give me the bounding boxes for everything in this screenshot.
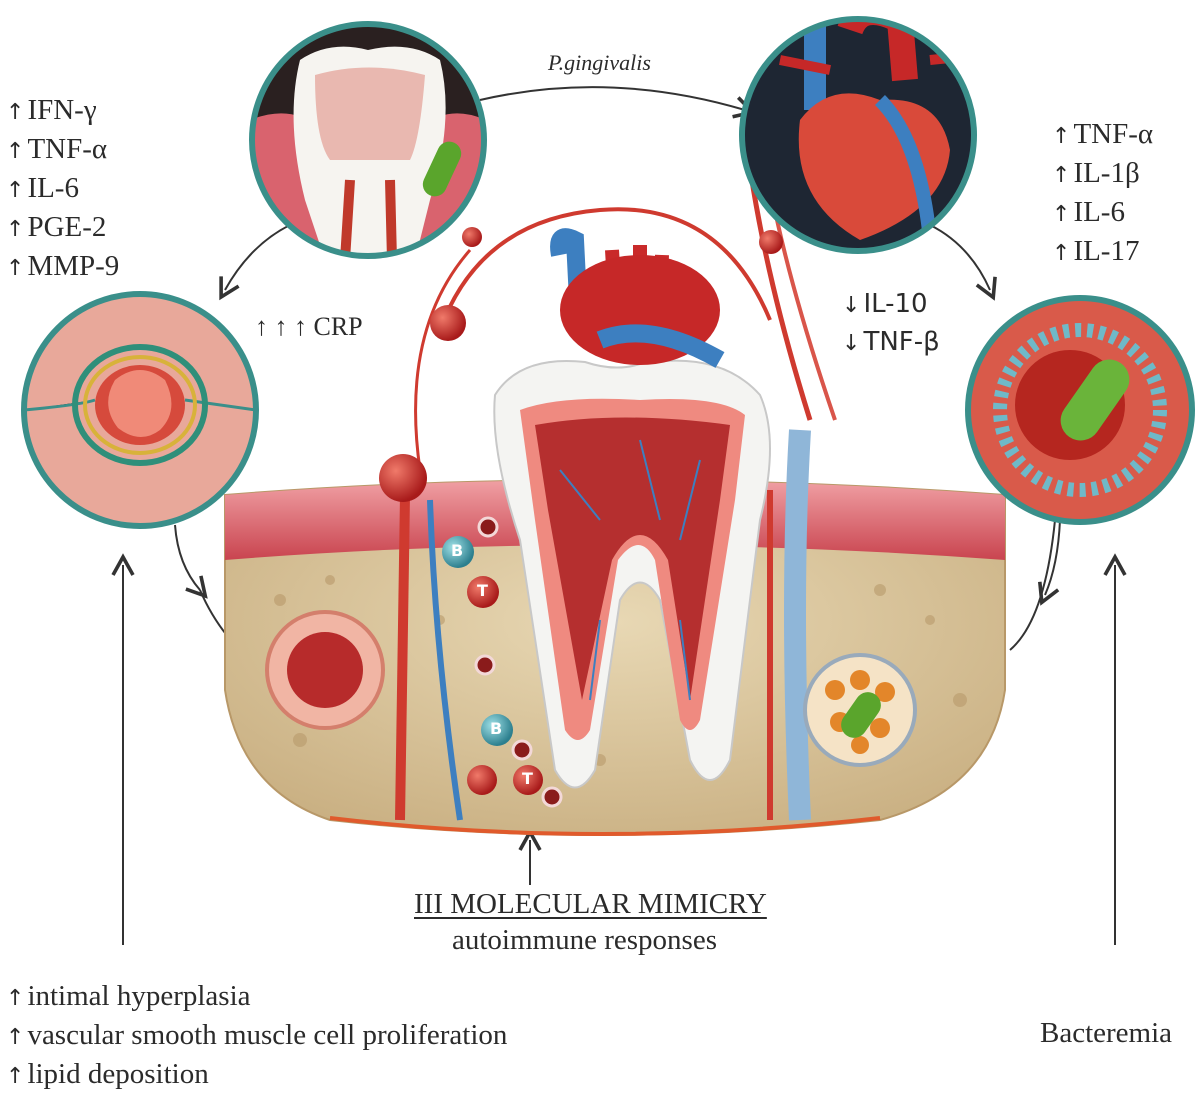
effect-item: lipid deposition <box>6 1056 507 1095</box>
arrow-heart-to-bacteria <box>930 225 990 290</box>
left-marker: IL-6 <box>6 170 119 209</box>
arrow-tooth-to-heart <box>480 87 745 110</box>
t-cell-label: T <box>522 769 533 788</box>
arrow-bacteria-down <box>1045 520 1060 595</box>
crp-label: ↑ ↑ ↑ CRP <box>255 312 363 342</box>
jaw-artery-section <box>267 612 383 728</box>
left-cytokine-list: IFN-γ TNF-α IL-6 PGE-2 MMP-9 <box>6 92 119 287</box>
right-cytokine-list: TNF-α IL-1β IL-6 IL-17 <box>1052 116 1153 272</box>
jaw-bacteria-cluster <box>805 655 915 765</box>
down-marker: TNF-β <box>842 324 940 362</box>
b-cell-label: B <box>451 541 463 560</box>
left-marker: MMP-9 <box>6 248 119 287</box>
mechanism-subtitle: autoimmune responses <box>452 924 717 957</box>
vascular-effects-list: intimal hyperplasia vascular smooth musc… <box>6 978 507 1095</box>
t-cell-label: T <box>477 581 488 600</box>
left-marker: PGE-2 <box>6 209 119 248</box>
left-marker: IFN-γ <box>6 92 119 131</box>
downregulated-list: IL-10 TNF-β <box>842 286 940 362</box>
arrow-artery-to-jaw <box>175 525 200 590</box>
circle-periodontal-tooth <box>250 24 490 280</box>
pathogen-label: P.gingivalis <box>548 50 651 76</box>
effect-item: vascular smooth muscle cell proliferatio… <box>6 1017 507 1056</box>
down-marker: IL-10 <box>842 286 940 324</box>
right-marker: TNF-α <box>1052 116 1153 155</box>
effect-item: intimal hyperplasia <box>6 978 507 1017</box>
right-marker: IL-17 <box>1052 233 1153 272</box>
bacteremia-label: Bacteremia <box>1040 1017 1172 1050</box>
right-marker: IL-6 <box>1052 194 1153 233</box>
arrow-tooth-to-artery <box>225 225 290 290</box>
b-cell-label: B <box>490 719 502 738</box>
left-marker: TNF-α <box>6 131 119 170</box>
heart-on-tooth <box>559 237 720 365</box>
right-marker: IL-1β <box>1052 155 1153 194</box>
mechanism-title: III MOLECULAR MIMICRY <box>414 888 767 921</box>
circle-bacteria-blood <box>968 298 1192 522</box>
circle-heart <box>742 12 980 251</box>
circle-artery-plaque <box>24 294 256 526</box>
